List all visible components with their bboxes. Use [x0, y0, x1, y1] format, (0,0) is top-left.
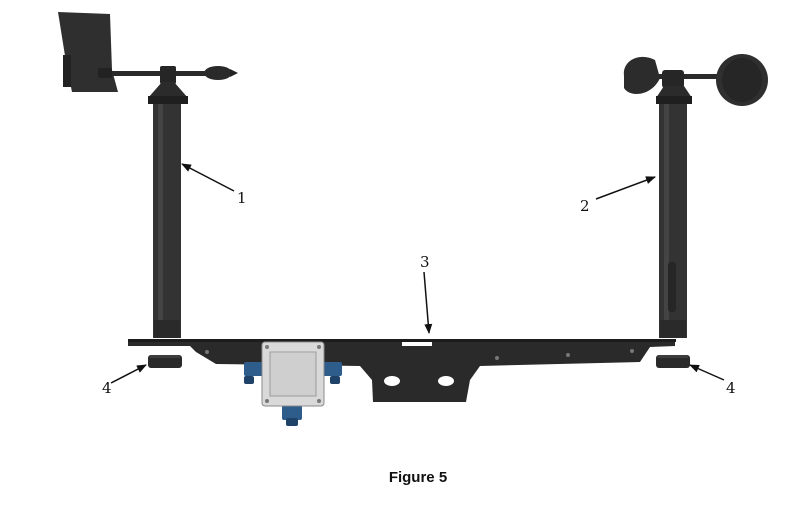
anemometer-collar: [656, 96, 692, 104]
anemometer-shaft-highlight: [664, 104, 669, 338]
crossarm-rivet-3: [566, 353, 570, 357]
callout-arrow-4-left: [110, 364, 147, 384]
junction-box: [244, 341, 342, 426]
junction-box-lid: [269, 351, 317, 397]
vane-hub: [160, 66, 176, 84]
wind-vane-sensor: [58, 12, 238, 338]
junction-box-screw-4: [317, 399, 321, 403]
vane-shaft-base: [154, 320, 180, 338]
callout-label-2: 2: [580, 197, 590, 215]
crossarm-rivet-2: [495, 356, 499, 360]
vane-fin-edge: [63, 55, 71, 87]
junction-box-screw-1: [265, 345, 269, 349]
callout-arrow-2: [595, 176, 656, 200]
vane-counterweight-tip: [230, 69, 238, 77]
vane-collar: [148, 96, 188, 104]
cup-hub: [662, 70, 684, 88]
crossarm-notch: [402, 342, 432, 346]
vane-shaft-highlight: [158, 104, 163, 338]
connector-bottom: [282, 404, 302, 420]
crossarm-hole-right: [438, 376, 454, 386]
junction-box-screw-2: [317, 345, 321, 349]
connector-left-nut: [244, 376, 254, 384]
callout-label-4-right: 4: [726, 379, 736, 397]
cup-left: [623, 56, 660, 94]
crossarm-rivet-4: [630, 349, 634, 353]
crossarm-body: [128, 341, 675, 402]
callout-label-3: 3: [420, 253, 430, 271]
connector-left: [244, 362, 264, 376]
callout-arrow-4-right: [689, 364, 725, 381]
callout-arrow-1: [181, 163, 235, 192]
connector-right: [322, 362, 342, 376]
anemometer-sensor: [623, 54, 768, 338]
vane-arm-joint: [98, 68, 112, 78]
figure-caption: Figure 5: [389, 469, 447, 486]
cup-right-rim: [722, 58, 762, 102]
vane-counterweight: [204, 66, 232, 80]
vane-head-cone: [148, 82, 188, 98]
callout-arrow-3: [423, 271, 433, 334]
connector-bottom-nut: [286, 418, 298, 426]
crossarm-top-edge: [128, 339, 676, 342]
connector-right-nut: [330, 376, 340, 384]
cup-arm: [640, 74, 744, 79]
junction-box-screw-3: [265, 399, 269, 403]
anemometer-shaft-base: [660, 320, 686, 338]
anemometer-head-cone: [656, 86, 692, 98]
crossarm-hole-left: [384, 376, 400, 386]
mount-left: [148, 355, 182, 368]
vane-shaft: [153, 104, 181, 338]
crossarm: [128, 339, 676, 402]
callout-label-4-left: 4: [102, 379, 112, 397]
anemometer-shaft-slot: [668, 262, 676, 312]
vane-arm: [100, 71, 208, 76]
crossarm-rivet-1: [205, 350, 209, 354]
callout-label-1: 1: [237, 189, 247, 207]
mount-right: [656, 355, 690, 368]
